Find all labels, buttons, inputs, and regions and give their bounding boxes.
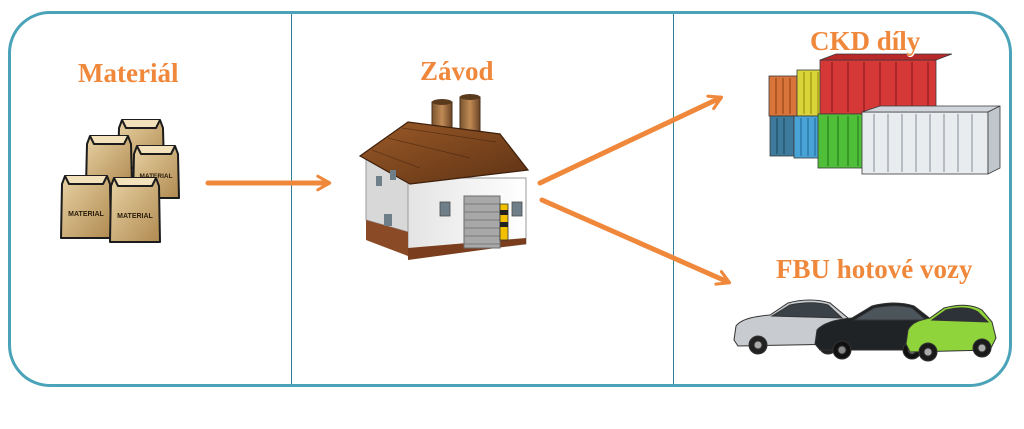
factory-icon: [358, 94, 530, 260]
material-label: Materiál: [78, 58, 179, 88]
shipping-containers-icon: [768, 53, 1001, 175]
section-divider-1: [291, 14, 292, 384]
material-bag: MATERIAL: [109, 177, 161, 243]
container-green: [817, 113, 865, 169]
container-white: [861, 105, 1001, 175]
arrow-plant-to-fbu: [539, 197, 732, 286]
fbu-label: FBU hotové vozy: [776, 254, 973, 284]
bag-label-text: MATERIAL: [139, 173, 172, 180]
container-teal: [769, 115, 795, 157]
container-orange: [768, 75, 798, 117]
plant-label: Závod: [420, 56, 494, 86]
ckd-label: CKD díly: [810, 26, 921, 56]
bag-label-text: MATERIAL: [68, 211, 104, 218]
container-yellow: [796, 69, 824, 117]
material-bags-icon: MATERIAL MATERIAL MATERIAL: [60, 119, 180, 243]
flow-arrows: [205, 94, 732, 286]
container-blue: [793, 115, 821, 159]
section-divider-2: [673, 14, 674, 384]
container-red: [819, 53, 953, 115]
material-bag: MATERIAL: [60, 175, 112, 239]
bag-label-text: MATERIAL: [117, 213, 153, 220]
car-green: [905, 304, 997, 362]
arrow-plant-to-ckd: [537, 94, 724, 186]
finished-cars-icon: [733, 299, 997, 362]
diagram-frame: [8, 11, 1012, 387]
